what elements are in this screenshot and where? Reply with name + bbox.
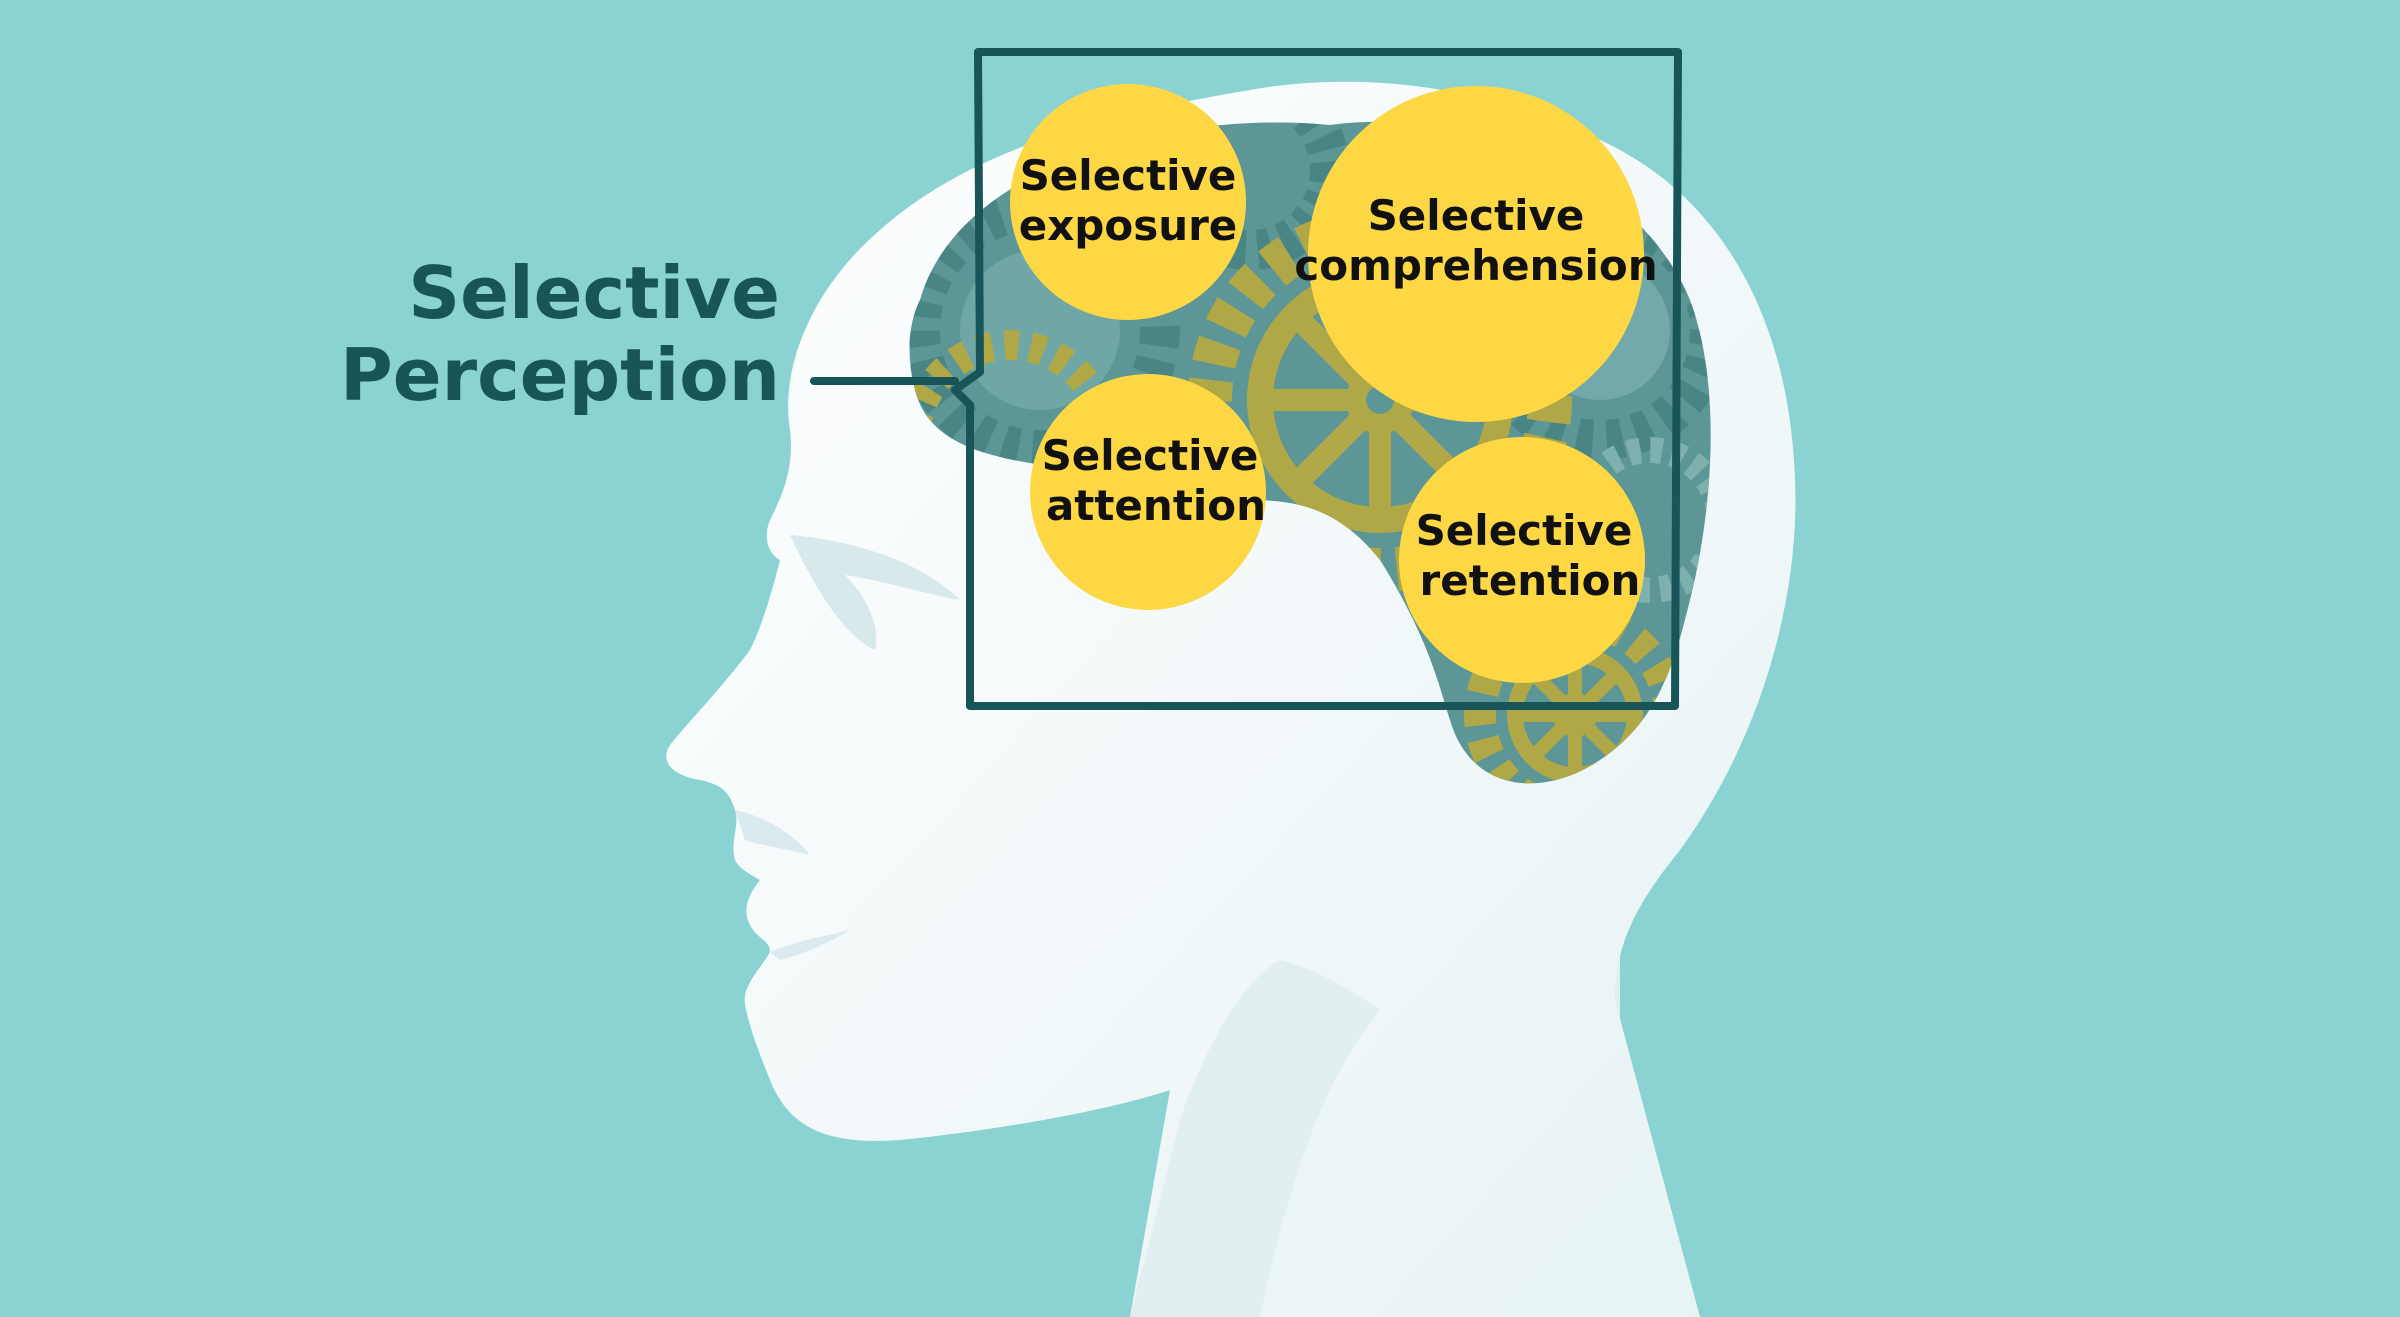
bubble-selective-comprehension: Selective comprehension [1294,86,1658,422]
diagram-title: Selective Perception [340,251,780,417]
bubble-label-line-1: Selective [1020,151,1237,200]
title-line-1: Selective [408,251,780,335]
bubble-label-line-1: Selective [1042,431,1259,480]
bubble-label-line-1: Selective [1368,191,1585,240]
bubble-label-line-2: attention [1046,481,1266,530]
bubble-label-line-2: exposure [1019,201,1238,250]
bubble-selective-retention: Selective retention [1399,437,1645,683]
bubble-label-line-2: comprehension [1294,241,1657,290]
bubble-label-line-1: Selective [1416,506,1633,555]
perception-frame [951,48,1682,710]
title-line-2: Perception [340,333,780,417]
bubble-label-line-2: retention [1420,556,1641,605]
bubble-selective-exposure: Selective exposure [1010,84,1246,320]
bubble-selective-attention: Selective attention [1030,374,1266,610]
